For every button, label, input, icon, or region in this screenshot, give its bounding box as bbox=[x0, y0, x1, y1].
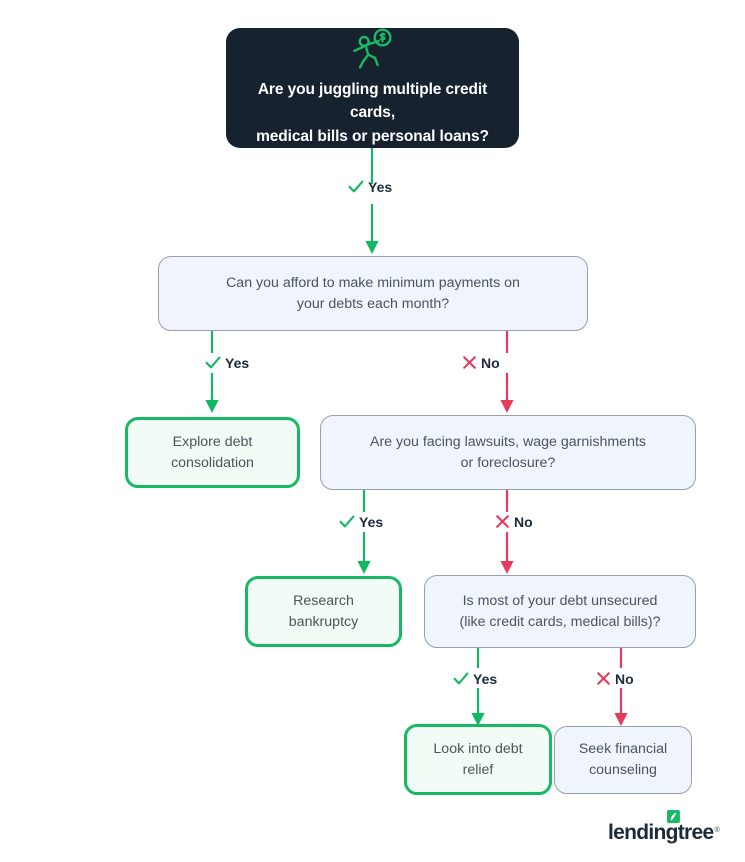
branch-label-q1-no: No bbox=[461, 354, 500, 371]
a1-line-1: Explore debt bbox=[172, 433, 253, 450]
a1-line-2: consolidation bbox=[171, 454, 254, 471]
branch-label-text: Yes bbox=[359, 514, 384, 530]
branch-label-q3-yes: Yes bbox=[452, 670, 497, 688]
check-icon bbox=[347, 178, 365, 196]
branch-label-hero-yes: Yes bbox=[347, 178, 392, 196]
seek-financial-counseling-box: Seek financial counseling bbox=[554, 726, 692, 794]
a3-line-1: Look into debt bbox=[433, 740, 523, 757]
hero-question-line-1: Are you juggling multiple credit cards, bbox=[257, 81, 488, 122]
check-icon bbox=[452, 670, 470, 688]
branch-label-q1-yes: Yes bbox=[204, 354, 249, 372]
x-icon bbox=[494, 513, 511, 530]
branch-label-q2-yes: Yes bbox=[338, 513, 383, 531]
connector-q2-yes-to-research-bankruptcy bbox=[357, 490, 371, 574]
q1-line-1: Can you afford to make minimum payments … bbox=[226, 274, 520, 291]
x-icon bbox=[595, 670, 612, 687]
check-icon bbox=[204, 354, 222, 372]
a4-line-1: Seek financial bbox=[578, 741, 668, 758]
branch-label-text: No bbox=[514, 513, 533, 530]
connector-q2-no-to-unsecured-debt bbox=[500, 490, 514, 574]
connector-q3-no-to-financial-counseling bbox=[614, 648, 628, 726]
q2-line-1: Are you facing lawsuits, wage garnishmen… bbox=[369, 433, 646, 450]
connector-hero-to-q1 bbox=[365, 148, 379, 254]
branch-label-q2-no: No bbox=[494, 513, 533, 530]
check-icon bbox=[338, 513, 356, 531]
a2-line-1: Research bankruptcy bbox=[288, 592, 359, 630]
unsecured-debt-question-box: Is most of your debt unsecured (like cre… bbox=[424, 575, 696, 648]
q2-line-2: or foreclosure? bbox=[460, 454, 556, 471]
connector-q1-yes-to-explore-consolidation bbox=[205, 331, 219, 413]
a3-line-2: relief bbox=[462, 761, 494, 778]
branch-label-text: Yes bbox=[225, 355, 250, 371]
research-bankruptcy-box: Research bankruptcy bbox=[245, 576, 402, 647]
branch-label-text: Yes bbox=[368, 179, 393, 195]
lawsuits-question-box: Are you facing lawsuits, wage garnishmen… bbox=[320, 415, 696, 490]
leaf-icon bbox=[666, 809, 681, 824]
hero-question-box: Are you juggling multiple credit cards, … bbox=[226, 28, 519, 148]
hero-question-line-2: medical bills or personal loans? bbox=[256, 127, 489, 145]
connector-q1-no-to-lawsuits bbox=[500, 331, 514, 413]
branch-label-text: No bbox=[615, 670, 634, 687]
look-into-debt-relief-box: Look into debt relief bbox=[404, 724, 552, 795]
explore-debt-consolidation-box: Explore debt consolidation bbox=[125, 417, 300, 488]
q3-line-1: Is most of your debt unsecured bbox=[462, 592, 658, 609]
x-icon bbox=[461, 354, 478, 371]
person-juggling-money-icon bbox=[351, 28, 395, 70]
branch-label-text: Yes bbox=[473, 671, 498, 687]
logo-wordmark: lendingtree bbox=[608, 821, 714, 844]
branch-label-q3-no: No bbox=[595, 670, 634, 687]
q3-line-2: (like credit cards, medical bills)? bbox=[459, 613, 661, 630]
a4-line-2: counseling bbox=[589, 762, 657, 778]
minimum-payments-question-box: Can you afford to make minimum payments … bbox=[158, 256, 588, 331]
lendingtree-logo: lendingtree ® bbox=[608, 810, 720, 844]
connector-q3-yes-to-debt-relief bbox=[471, 648, 485, 726]
q1-line-2: your debts each month? bbox=[296, 295, 450, 312]
branch-label-text: No bbox=[481, 354, 500, 371]
logo-trademark: ® bbox=[714, 827, 720, 834]
